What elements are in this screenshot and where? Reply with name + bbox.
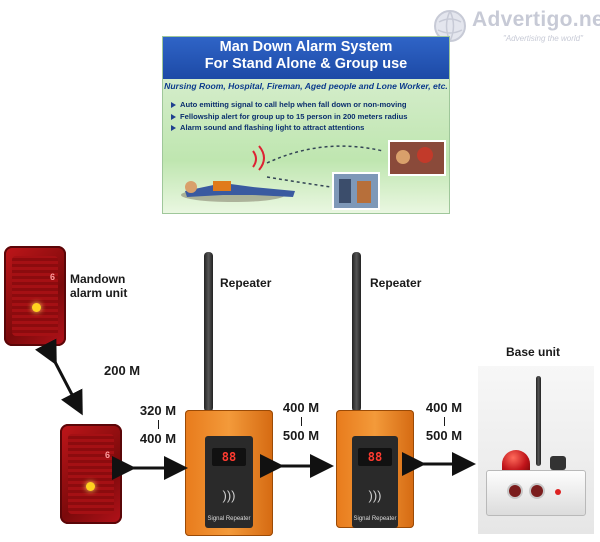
banner-subtitle: Nursing Room, Hospital, Fireman, Aged pe… <box>164 81 448 91</box>
mandown-alarm-unit-bottom: 6 <box>60 424 122 524</box>
alarm-led <box>86 482 95 491</box>
base-unit-label: Base unit <box>506 345 561 359</box>
distance-bottom: 500 M <box>282 428 320 443</box>
base-antenna <box>536 376 541 466</box>
product-banner: Man Down Alarm System For Stand Alone & … <box>162 36 450 214</box>
banner-title-line1: Man Down Alarm System <box>219 39 393 55</box>
distance-group-2: 400 M 500 M <box>277 400 325 443</box>
distance-top: 400 M <box>282 400 320 415</box>
mandown-label: Mandown alarm unit <box>70 272 127 300</box>
signal-icon: ))) <box>368 488 382 503</box>
mandown-label-line2: alarm unit <box>70 286 128 300</box>
repeater-antenna <box>204 252 213 412</box>
repeater-label-2: Repeater <box>370 276 422 290</box>
repeater-device-1: 88 ))) Signal Repeater <box>185 410 273 536</box>
base-knob <box>550 456 566 470</box>
banner-illustration <box>181 140 446 210</box>
arrow-200m <box>35 338 83 416</box>
alarm-grille <box>12 256 58 336</box>
repeater-antenna <box>352 252 361 412</box>
banner-bullet: Alarm sound and flashing light to attrac… <box>171 122 443 134</box>
distance-top: 320 M <box>139 403 177 418</box>
alarm-grille <box>68 434 114 514</box>
base-unit-photo <box>478 366 594 534</box>
distance-separator <box>300 417 302 426</box>
watermark-logo <box>430 6 596 46</box>
base-indicator <box>555 489 561 495</box>
distance-top: 400 M <box>425 400 463 415</box>
distance-bottom: 400 M <box>139 431 177 446</box>
globe-icon <box>434 10 466 42</box>
banner-header: Man Down Alarm System For Stand Alone & … <box>163 37 449 79</box>
banner-title: Man Down Alarm System For Stand Alone & … <box>163 39 449 73</box>
distance-group-1: 320 M 400 M <box>134 403 182 446</box>
banner-bullet: Fellowship alert for group up to 15 pers… <box>171 111 443 123</box>
watermark-tagline: "Advertising the world" <box>503 34 583 43</box>
repeater-device-2: 88 ))) Signal Repeater <box>336 410 414 528</box>
banner-bullet-list: Auto emitting signal to call help when f… <box>171 99 443 134</box>
mandown-alarm-unit-top: 6 <box>4 246 66 346</box>
alarm-mark: 6 <box>105 450 111 460</box>
base-button <box>509 485 521 497</box>
repeater-display: 88 <box>212 448 246 466</box>
repeater-display: 88 <box>358 448 392 466</box>
distance-separator <box>443 417 445 426</box>
distance-200m: 200 M <box>104 363 141 378</box>
distance-group-3: 400 M 500 M <box>420 400 468 443</box>
signal-icon: ))) <box>222 488 236 503</box>
alarm-mark: 6 <box>50 272 56 282</box>
banner-title-line2: For Stand Alone & Group use <box>204 56 408 72</box>
base-button <box>531 485 543 497</box>
watermark-name: Advertigo.net <box>472 8 600 31</box>
distance-separator <box>157 420 159 429</box>
base-housing <box>486 470 586 516</box>
repeater-label-1: Repeater <box>220 276 272 290</box>
alarm-led <box>32 303 41 312</box>
banner-bullet: Auto emitting signal to call help when f… <box>171 99 443 111</box>
distance-bottom: 500 M <box>425 428 463 443</box>
beacon-light <box>502 450 530 472</box>
mandown-label-line1: Mandown <box>70 272 126 286</box>
repeater-caption: Signal Repeater <box>353 516 397 522</box>
repeater-caption: Signal Repeater <box>207 516 251 522</box>
